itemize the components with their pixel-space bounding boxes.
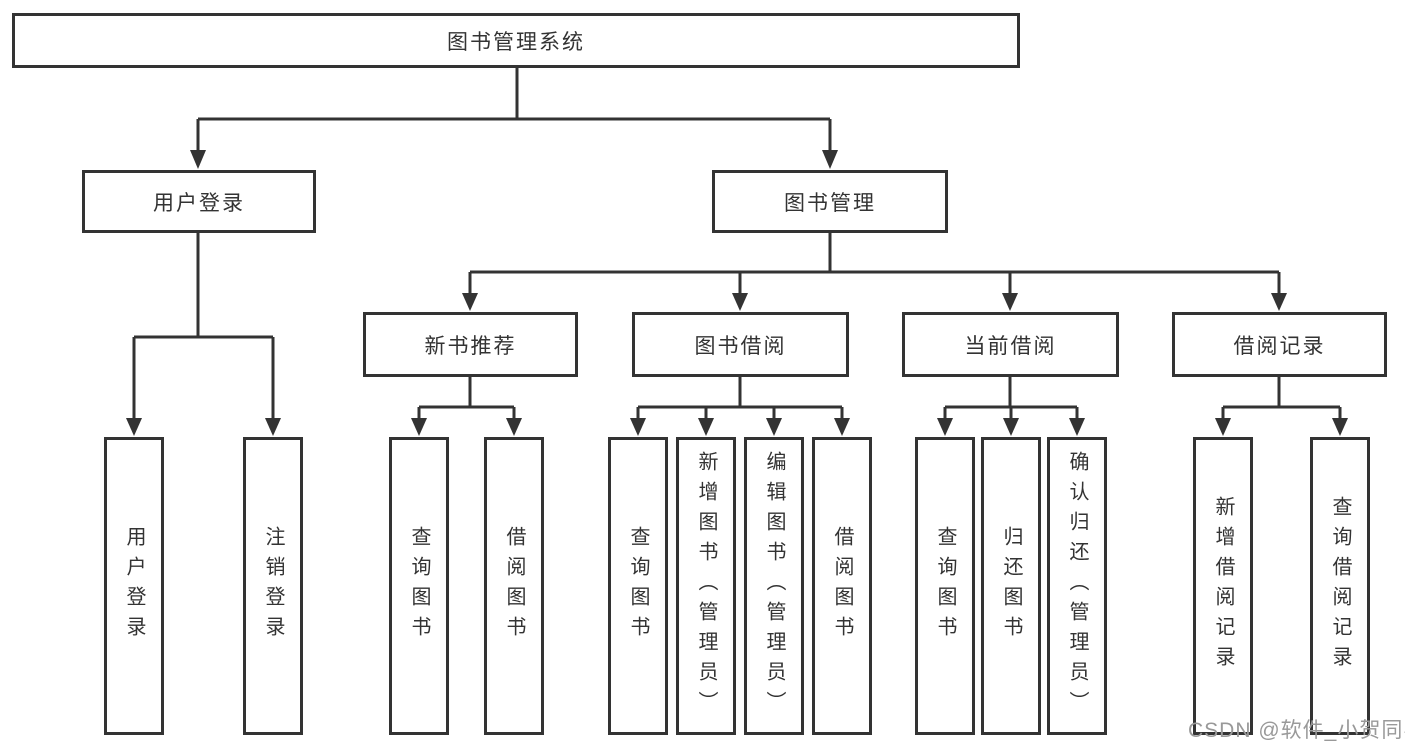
node-library-management-system: 图书管理系统 bbox=[12, 13, 1020, 68]
node-current-borrowing: 当前借阅 bbox=[902, 312, 1119, 377]
leaf-label: 查询图书 bbox=[934, 526, 956, 646]
leaf-label: 借阅图书 bbox=[831, 526, 853, 646]
leaf-label: 确认归还（管理员） bbox=[1066, 451, 1088, 721]
leaf-label: 借阅图书 bbox=[503, 526, 525, 646]
csdn-watermark: CSDN @软件_小贺同学 bbox=[1188, 719, 1405, 742]
leaf-label: 归还图书 bbox=[1000, 526, 1022, 646]
connector-segments bbox=[132, 68, 1342, 420]
node-label: 用户登录 bbox=[153, 191, 245, 215]
node-book-borrowing: 图书借阅 bbox=[632, 312, 849, 377]
node-label: 当前借阅 bbox=[964, 334, 1057, 358]
node-user-login: 用户登录 bbox=[82, 170, 316, 233]
leaf-label: 用户登录 bbox=[123, 526, 145, 646]
node-label: 图书管理 bbox=[784, 191, 876, 215]
leaf-borrow-books: 借阅图书 bbox=[484, 437, 544, 735]
leaf-query-books: 查询图书 bbox=[389, 437, 449, 735]
node-label: 借阅记录 bbox=[1233, 334, 1326, 358]
leaf-add-borrow-record: 新增借阅记录 bbox=[1193, 437, 1253, 735]
node-label: 图书借阅 bbox=[694, 334, 787, 358]
leaf-return-books: 归还图书 bbox=[981, 437, 1041, 735]
leaf-label: 注销登录 bbox=[262, 526, 284, 646]
leaf-label: 查询借阅记录 bbox=[1329, 496, 1351, 676]
leaf-user-login: 用户登录 bbox=[104, 437, 164, 735]
leaf-label: 查询图书 bbox=[408, 526, 430, 646]
leaf-edit-books-admin: 编辑图书（管理员） bbox=[744, 437, 804, 735]
leaf-label: 新增借阅记录 bbox=[1212, 496, 1234, 676]
node-borrowing-records: 借阅记录 bbox=[1172, 312, 1387, 377]
leaf-borrow-books: 借阅图书 bbox=[812, 437, 872, 735]
leaf-label: 新增图书（管理员） bbox=[695, 451, 717, 721]
leaf-query-borrow-record: 查询借阅记录 bbox=[1310, 437, 1370, 735]
leaf-label: 编辑图书（管理员） bbox=[763, 451, 785, 721]
leaf-label: 查询图书 bbox=[627, 526, 649, 646]
arrowheads bbox=[126, 150, 1348, 436]
leaf-add-books-admin: 新增图书（管理员） bbox=[676, 437, 736, 735]
node-label: 图书管理系统 bbox=[447, 30, 585, 54]
node-new-book-recommendation: 新书推荐 bbox=[363, 312, 578, 377]
node-book-management: 图书管理 bbox=[712, 170, 948, 233]
leaf-query-books: 查询图书 bbox=[608, 437, 668, 735]
node-label: 新书推荐 bbox=[424, 334, 517, 358]
leaf-query-books: 查询图书 bbox=[915, 437, 975, 735]
leaf-logout: 注销登录 bbox=[243, 437, 303, 735]
leaf-confirm-return-admin: 确认归还（管理员） bbox=[1047, 437, 1107, 735]
